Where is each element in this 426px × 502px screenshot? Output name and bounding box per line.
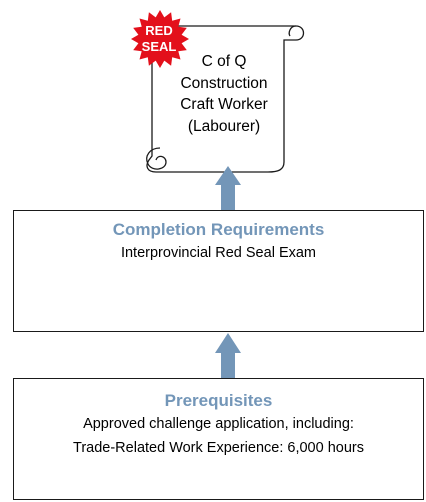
completion-requirement-item: Interprovincial Red Seal Exam: [120, 245, 317, 261]
arrow-completion-to-certificate: [215, 166, 241, 210]
scroll-sheet: [146, 25, 305, 173]
certificate-title: C of Q Construction Craft Worker (Labour…: [158, 51, 290, 137]
scroll-icon: [146, 25, 305, 173]
seal-starburst: [131, 10, 189, 68]
completion-requirements-box: Completion Requirements Interprovincial …: [13, 210, 424, 332]
seal-text-line1: RED: [145, 23, 172, 38]
prerequisite-item: Trade-Related Work Experience: 6,000 hou…: [73, 440, 364, 456]
scroll-bottom-curl: [146, 147, 167, 170]
certificate-line: Construction: [180, 74, 268, 92]
certificate-line: C of Q: [201, 53, 247, 70]
starburst-seal-icon: RED SEAL: [131, 10, 189, 68]
prerequisites-box: Prerequisites Approved challenge applica…: [13, 378, 424, 500]
scroll-top-curl: [288, 25, 297, 37]
certificate-line: Craft Worker: [180, 96, 268, 113]
certificate-line: (Labourer): [187, 117, 261, 135]
prerequisites-title: Prerequisites: [164, 391, 273, 410]
prerequisite-item: Approved challenge application, includin…: [83, 416, 354, 432]
arrow-prerequisites-to-completion: [215, 333, 241, 378]
up-arrow-icon: [215, 166, 241, 378]
completion-requirements-title: Completion Requirements: [112, 220, 325, 239]
seal-text-line2: SEAL: [142, 39, 177, 54]
